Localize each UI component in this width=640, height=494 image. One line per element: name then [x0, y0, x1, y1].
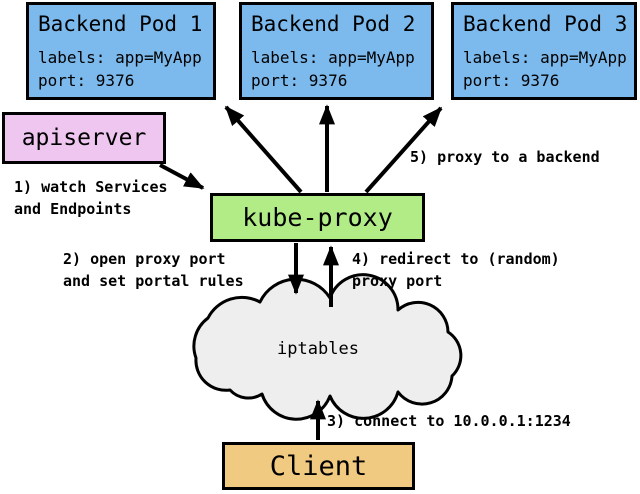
step2-annotation: 2) open proxy port and set portal rules	[63, 248, 244, 292]
step4-annotation: 4) redirect to (random) proxy port	[352, 248, 560, 292]
kube-proxy-box: kube-proxy	[210, 193, 425, 242]
backend-pod-2-box: Backend Pod 2 labels: app=MyApp port: 93…	[239, 2, 434, 100]
iptables-label: iptables	[277, 339, 359, 359]
backend-pod-3-port: port: 9376	[463, 71, 560, 90]
backend-pod-2-title: Backend Pod 2	[251, 12, 416, 36]
backend-pod-1-labels: labels: app=MyApp	[38, 48, 202, 67]
step2-line2: and set portal rules	[63, 272, 244, 290]
step5-annotation: 5) proxy to a backend	[410, 146, 600, 168]
apiserver-label: apiserver	[21, 125, 147, 151]
step3-line1: 3) connect to 10.0.0.1:1234	[327, 412, 571, 430]
backend-pod-3-box: Backend Pod 3 labels: app=MyApp port: 93…	[451, 2, 637, 100]
client-box: Client	[222, 442, 415, 490]
backend-pod-2-port: port: 9376	[251, 71, 348, 90]
arrow-kubeproxy-to-pod1	[224, 105, 303, 194]
backend-pod-3-labels: labels: app=MyApp	[463, 48, 627, 67]
backend-pod-1-box: Backend Pod 1 labels: app=MyApp port: 93…	[26, 2, 216, 100]
step2-line1: 2) open proxy port	[63, 250, 226, 268]
step3-annotation: 3) connect to 10.0.0.1:1234	[327, 410, 571, 432]
step1-annotation: 1) watch Services and Endpoints	[14, 176, 168, 220]
backend-pod-1-port: port: 9376	[38, 71, 135, 90]
step4-line1: 4) redirect to (random)	[352, 250, 560, 268]
step1-line1: 1) watch Services	[14, 178, 168, 196]
backend-pod-3-title: Backend Pod 3	[463, 12, 628, 36]
kube-proxy-label: kube-proxy	[242, 203, 393, 232]
step5-line1: 5) proxy to a backend	[410, 148, 600, 166]
backend-pod-1-title: Backend Pod 1	[38, 12, 203, 36]
backend-pod-2-labels: labels: app=MyApp	[251, 48, 415, 67]
step4-line2: proxy port	[352, 272, 443, 290]
step1-line2: and Endpoints	[14, 200, 132, 218]
client-label: Client	[269, 450, 368, 482]
apiserver-box: apiserver	[2, 112, 166, 164]
